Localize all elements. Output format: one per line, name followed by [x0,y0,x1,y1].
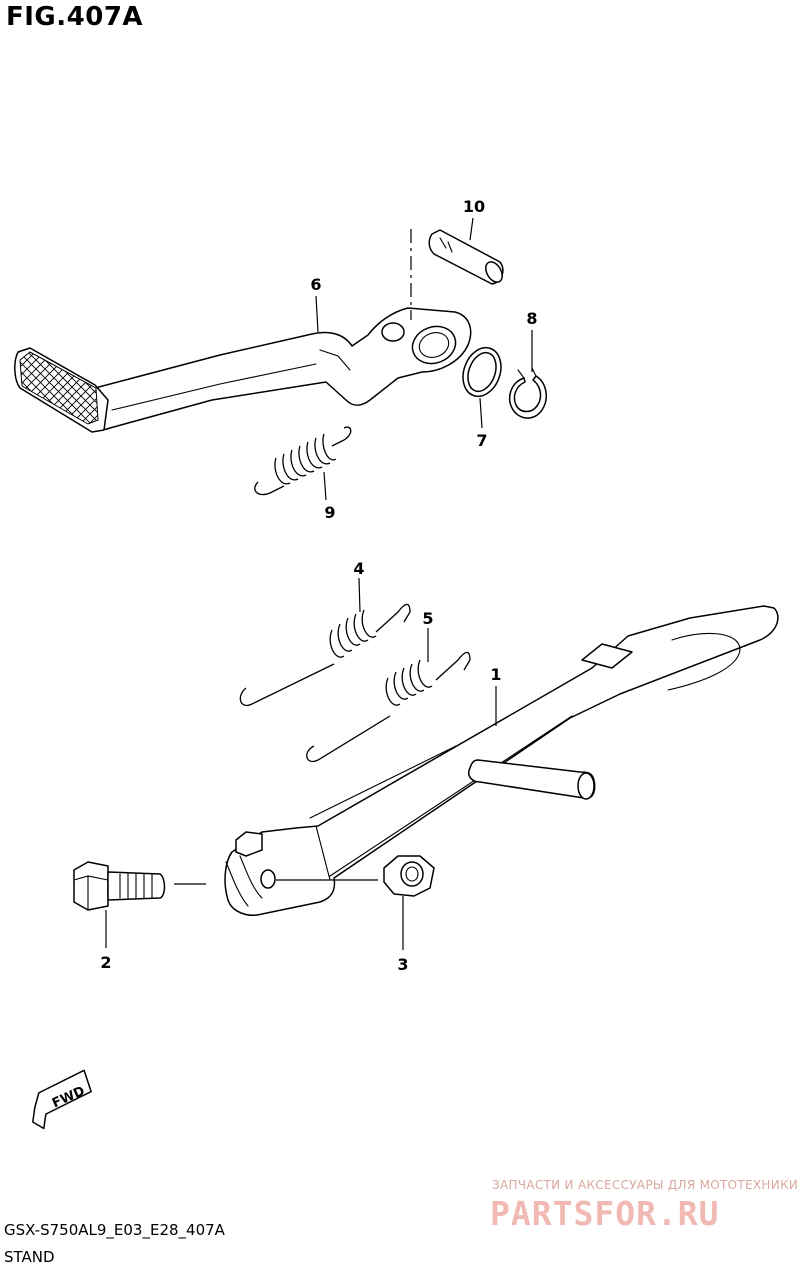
callout-number-3: 3 [397,955,408,974]
callout-number-10: 10 [463,197,485,216]
callout-number-1: 1 [490,665,501,684]
part-6-stand-lever[interactable] [14,307,472,433]
watermark-tagline: ЗАПЧАСТИ И АКСЕССУАРЫ ДЛЯ МОТОТЕХНИКИ [492,1178,799,1192]
part-8-circlip[interactable] [508,367,548,419]
fwd-direction-arrow: FWD [32,1069,92,1130]
callout-number-7: 7 [476,431,487,450]
part-5-spring[interactable] [306,651,471,763]
callout-number-6: 6 [310,275,321,294]
footer-section-name: STAND [4,1248,55,1266]
part-2-bolt[interactable] [73,861,166,911]
callout-number-2: 2 [100,953,111,972]
part-4-spring[interactable] [239,603,411,707]
part-10-pivot-bolt[interactable] [428,229,505,285]
callout-number-4: 4 [353,559,364,578]
callout-number-8: 8 [526,309,537,328]
part-3-nut[interactable] [383,855,435,897]
leader-lines [105,217,533,950]
part-1-side-stand[interactable] [224,605,779,916]
callout-number-5: 5 [422,609,433,628]
part-7-washer[interactable] [457,342,508,401]
footer-model-code: GSX-S750AL9_E03_E28_407A [4,1221,225,1239]
watermark-logo: PARTSFOR.RU [490,1194,720,1233]
figure-title: FIG.407A [6,2,144,32]
part-9-spring[interactable] [254,426,352,496]
callout-number-9: 9 [324,503,335,522]
